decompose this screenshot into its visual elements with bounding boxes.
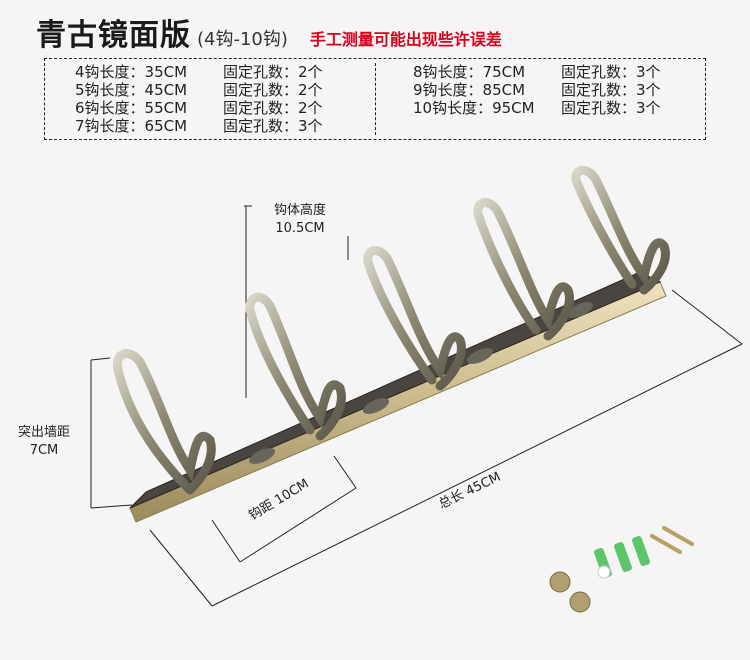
wall-distance-label: 突出墙距 7CM [8,424,80,460]
hook [363,246,466,391]
spec-holes: 固定孔数：2个 [223,81,323,99]
spec-holes: 固定孔数：3个 [561,99,661,117]
spec-length: 8钩长度：75CM [413,63,526,81]
spec-length: 10钩长度：95CM [413,99,535,117]
hook-height-label: 钩体高度 10.5CM [250,202,350,238]
total-length-dimension [149,289,743,607]
spec-row: 6钩长度：55CM 固定孔数：2个 [75,99,343,117]
hook-height-value: 10.5CM [275,221,325,236]
hook-height-title: 钩体高度 [273,203,326,218]
spec-row: 4钩长度：35CM 固定孔数：2个 [75,63,343,81]
spec-length: 7钩长度：65CM [75,117,188,135]
hook [112,349,216,495]
spec-row: 5钩长度：45CM 固定孔数：2个 [75,81,343,99]
spec-holes: 固定孔数：3个 [223,117,323,135]
product-title: 青古镜面版 [36,18,191,53]
wall-distance-value: 7CM [29,443,59,458]
spec-holes: 固定孔数：3个 [561,63,661,81]
spec-divider [375,63,376,135]
screw-cap [549,565,611,613]
spec-row: 10钩长度：95CM 固定孔数：3个 [413,99,681,117]
screw-hole [248,448,276,464]
hook [473,198,574,341]
measurement-note: 手工测量可能出现些许误差 [309,30,502,49]
spec-length: 4钩长度：35CM [75,63,188,81]
hook-height-dimension [244,205,349,398]
mounting-rail [129,271,667,523]
wall-distance-title: 突出墙距 [17,425,70,440]
spec-length: 9钩长度：85CM [413,81,526,99]
spec-row: 9钩长度：85CM 固定孔数：3个 [413,81,681,99]
hook-spacing-dimension [211,455,357,563]
spec-column-left: 4钩长度：35CM 固定孔数：2个 5钩长度：45CM 固定孔数：2个 6钩长度：5… [75,63,343,135]
spec-row: 8钩长度：75CM 固定孔数：3个 [413,63,681,81]
spec-table: 4钩长度：35CM 固定孔数：2个 5钩长度：45CM 固定孔数：2个 6钩长度：5… [44,58,706,140]
screw [650,526,694,554]
wall-distance-dimension [90,357,133,509]
product-subtitle: (4钩-10钩) [197,29,288,50]
spec-holes: 固定孔数：3个 [561,81,661,99]
spec-length: 5钩长度：45CM [75,81,188,99]
spec-holes: 固定孔数：2个 [223,99,323,117]
spec-column-right: 8钩长度：75CM 固定孔数：3个 9钩长度：85CM 固定孔数：3个 10钩长度：… [413,63,681,117]
spec-length: 6钩长度：55CM [75,99,188,117]
spec-holes: 固定孔数：2个 [223,63,323,81]
spec-row: 7钩长度：65CM 固定孔数：3个 [75,117,343,135]
title-row: 青古镜面版 (4钩-10钩) 手工测量可能出现些许误差 [36,10,502,53]
screw-hole [466,348,494,364]
screw-hole [362,398,390,414]
screw-hole [566,302,594,318]
hook [571,165,670,295]
hook [245,292,346,441]
